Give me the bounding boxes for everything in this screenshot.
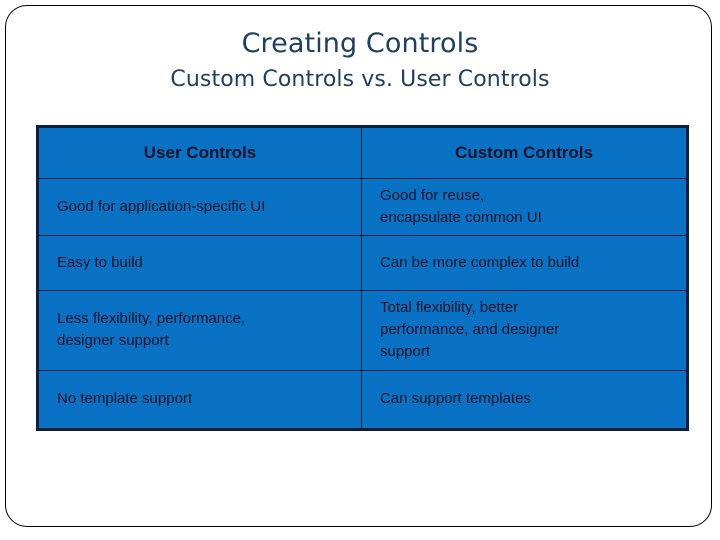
cell-user-controls-text: Good for application-specific UI	[57, 197, 266, 215]
cell-custom-controls: Total flexibility, better performance, a…	[361, 289, 688, 371]
cell-user-controls-text: Less flexibility, performance, designer …	[57, 310, 246, 349]
page-subtitle: Custom Controls vs. User Controls	[170, 67, 550, 93]
cell-user-controls: Good for application-specific UI	[37, 178, 362, 236]
column-header-custom-controls: Custom Controls	[361, 126, 688, 179]
cell-custom-controls: Good for reuse, encapsulate common UI	[361, 178, 688, 236]
table-row: Good for application-specific UI Good fo…	[37, 178, 688, 236]
cell-custom-controls: Can support templates	[361, 369, 688, 430]
cell-user-controls: Easy to build	[37, 234, 362, 291]
cell-user-controls-text: Easy to build	[57, 253, 143, 271]
cell-user-controls: No template support	[37, 369, 362, 430]
cell-user-controls-text: No template support	[57, 390, 193, 408]
comparison-table: User Controls Custom Controls Good for a…	[36, 125, 689, 431]
table-row: Less flexibility, performance, designer …	[37, 289, 688, 371]
cell-user-controls: Less flexibility, performance, designer …	[37, 289, 362, 371]
cell-custom-controls: Can be more complex to build	[361, 234, 688, 291]
table-row: No template support Can support template…	[37, 369, 688, 430]
column-header-custom-controls-label: Custom Controls	[455, 143, 593, 163]
column-header-user-controls: User Controls	[37, 126, 362, 179]
column-header-user-controls-label: User Controls	[143, 143, 257, 163]
table-header: User Controls Custom Controls	[37, 126, 688, 179]
cell-custom-controls-text: Can support templates	[380, 390, 531, 408]
table-header-row: User Controls Custom Controls	[37, 126, 688, 179]
cell-custom-controls-text: Good for reuse, encapsulate common UI	[380, 187, 542, 226]
table-row: Easy to build Can be more complex to bui…	[37, 234, 688, 291]
table-body: Good for application-specific UI Good fo…	[37, 178, 688, 430]
title-block: Creating Controls Custom Controls vs. Us…	[0, 28, 720, 93]
page-title: Creating Controls	[241, 28, 479, 59]
cell-custom-controls-text: Can be more complex to build	[380, 253, 580, 271]
cell-custom-controls-text: Total flexibility, better performance, a…	[380, 299, 560, 360]
